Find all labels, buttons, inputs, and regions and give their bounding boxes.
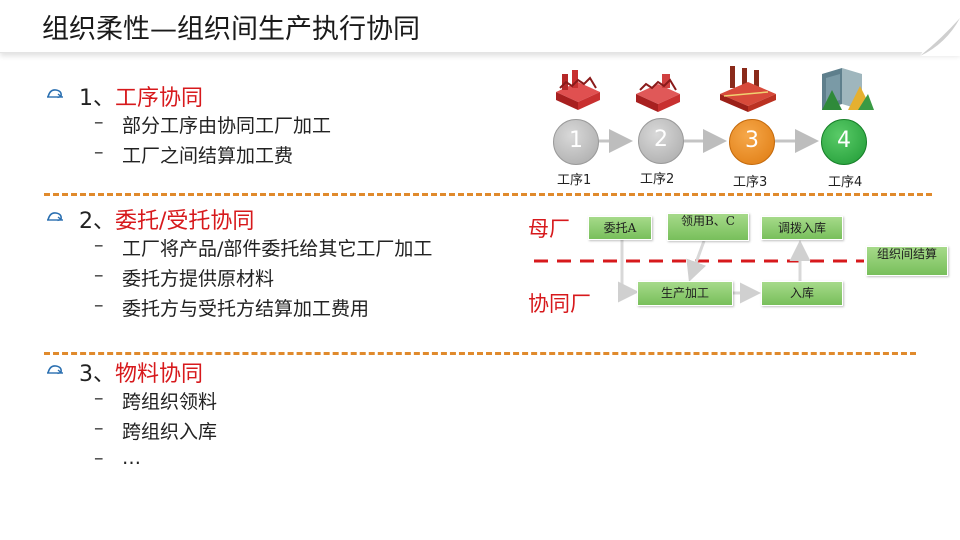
section-number: 2、 bbox=[79, 209, 115, 234]
process-step-circle: 2 bbox=[638, 118, 684, 164]
flow-box-transfer-in: 调拨入库 bbox=[761, 216, 843, 240]
curl-bullet-icon bbox=[47, 365, 63, 375]
section-title: 物料协同 bbox=[115, 362, 204, 387]
section-divider bbox=[44, 352, 916, 355]
section-title: 委托/受托协同 bbox=[115, 209, 255, 234]
curl-bullet-icon bbox=[47, 89, 63, 99]
process-step-label: 工序2 bbox=[640, 172, 675, 187]
factory-icon bbox=[822, 68, 874, 110]
flow-box-warehousing: 入库 bbox=[761, 281, 843, 306]
page-curl-decoration bbox=[920, 18, 960, 56]
section-number: 1、 bbox=[79, 86, 115, 111]
factory-icon bbox=[556, 70, 600, 110]
process-step-label: 工序4 bbox=[828, 175, 863, 190]
section-number: 3、 bbox=[79, 362, 115, 387]
flow-box-settlement: 组织间结算 bbox=[866, 246, 948, 276]
process-step-circle: 4 bbox=[821, 119, 867, 165]
flow-connectors bbox=[534, 240, 864, 304]
title-bar: 组织柔性—组织间生产执行协同 bbox=[0, 0, 960, 56]
process-step-label: 工序1 bbox=[557, 173, 592, 188]
section-title: 工序协同 bbox=[115, 86, 204, 111]
flow-box-requisition: 领用B、C bbox=[667, 213, 749, 241]
process-step-circle: 3 bbox=[729, 119, 775, 165]
section-divider bbox=[44, 193, 932, 196]
factory-icon bbox=[636, 74, 680, 112]
row-label-parent-factory: 母厂 bbox=[528, 217, 570, 241]
factory-icon bbox=[720, 66, 776, 112]
curl-bullet-icon bbox=[47, 212, 63, 222]
page-title: 组织柔性—组织间生产执行协同 bbox=[42, 14, 420, 45]
flow-box-production: 生产加工 bbox=[637, 281, 733, 306]
process-step-arrows bbox=[598, 129, 819, 153]
process-step-circle: 1 bbox=[553, 119, 599, 165]
flow-box-entrust: 委托A bbox=[588, 216, 652, 240]
row-label-partner-factory: 协同厂 bbox=[528, 292, 591, 316]
process-step-label: 工序3 bbox=[733, 175, 768, 190]
